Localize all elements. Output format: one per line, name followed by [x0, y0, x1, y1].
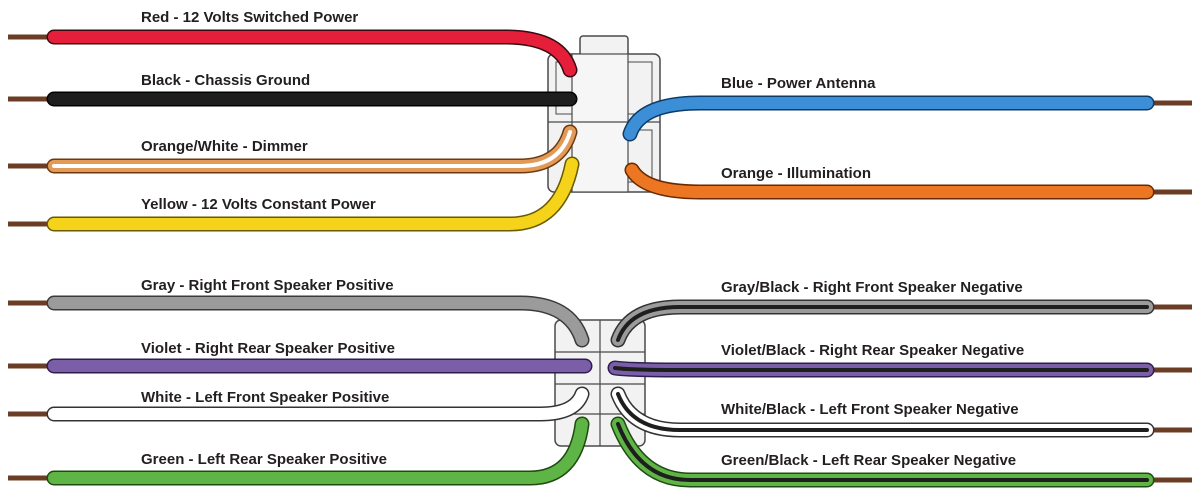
wire-blue — [622, 95, 1192, 142]
wire-white-black — [610, 386, 1192, 438]
wire-gray-black — [610, 299, 1192, 348]
wire-green — [8, 416, 590, 486]
label-gray: Gray - Right Front Speaker Positive — [141, 277, 394, 294]
wire-orange-white — [8, 124, 578, 174]
red-wire-insulation — [48, 31, 576, 76]
label-yellow: Yellow - 12 Volts Constant Power — [141, 196, 376, 213]
wire-gray — [8, 295, 590, 348]
wire-white — [8, 386, 590, 422]
speaker-connector — [554, 319, 646, 447]
label-orange-white: Orange/White - Dimmer — [141, 138, 308, 155]
wire-red — [8, 29, 578, 78]
label-orange: Orange - Illumination — [721, 165, 871, 182]
label-white-black: White/Black - Left Front Speaker Negativ… — [721, 401, 1019, 418]
wire-orange — [624, 162, 1192, 200]
label-violet-black: Violet/Black - Right Rear Speaker Negati… — [721, 342, 1024, 359]
label-white: White - Left Front Speaker Positive — [141, 389, 389, 406]
label-violet: Violet - Right Rear Speaker Positive — [141, 340, 395, 357]
wire-green-black — [610, 416, 1192, 488]
label-green: Green - Left Rear Speaker Positive — [141, 451, 387, 468]
label-blue: Blue - Power Antenna — [721, 75, 876, 92]
wire-violet-black — [607, 360, 1192, 378]
label-red: Red - 12 Volts Switched Power — [141, 9, 358, 26]
label-green-black: Green/Black - Left Rear Speaker Negative — [721, 452, 1016, 469]
label-gray-black: Gray/Black - Right Front Speaker Negativ… — [721, 279, 1023, 296]
label-black: Black - Chassis Ground — [141, 72, 310, 89]
wire-yellow — [8, 156, 580, 232]
